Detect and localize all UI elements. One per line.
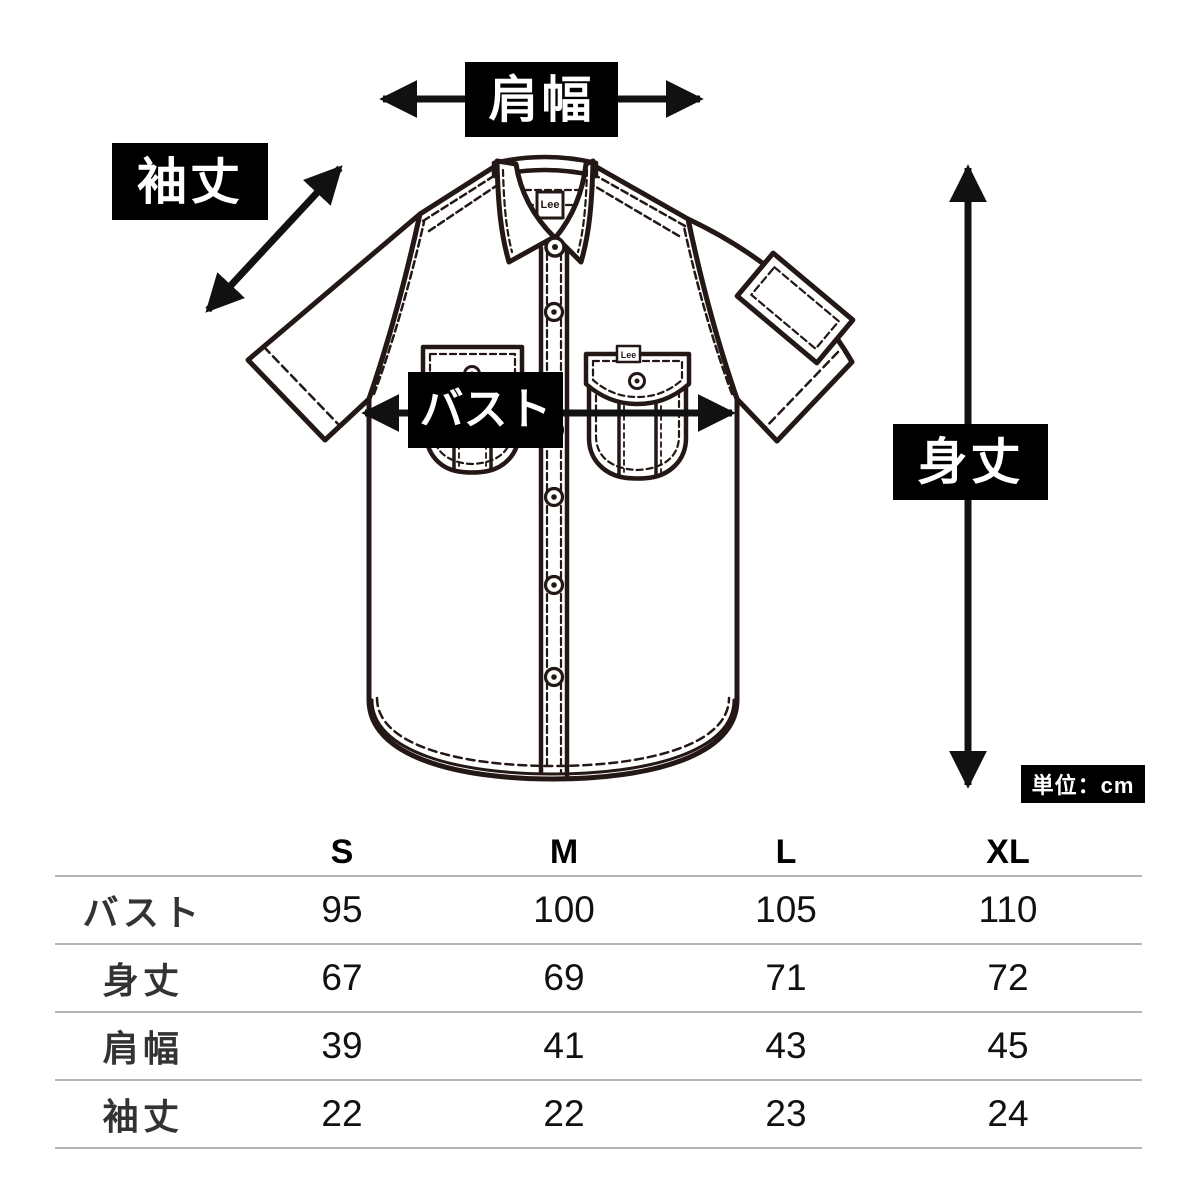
cell-value: 24 (987, 1093, 1029, 1134)
table-row-body-length: 身丈 67 69 71 72 (55, 943, 1142, 1011)
pocket-brand-tag-text: Lee (621, 350, 637, 360)
sleeve-length-label: 袖丈 (112, 143, 268, 220)
table-row-shoulder-width: 肩幅 39 41 43 45 (55, 1011, 1142, 1079)
cell-value: 22 (321, 1093, 363, 1134)
table-row-sleeve-length: 袖丈 22 22 23 24 (55, 1079, 1142, 1147)
cell-value: 110 (978, 889, 1038, 930)
body-length-label: 身丈 (893, 424, 1048, 500)
cell-value: 45 (987, 1025, 1029, 1066)
unit-note-badge: 単位：cm (1021, 765, 1145, 803)
cell-value: 23 (765, 1093, 807, 1134)
table-row-bust: バスト 95 100 105 110 (55, 875, 1142, 943)
row-label: 袖丈 (102, 1096, 184, 1137)
cell-value: 100 (533, 889, 595, 930)
cell-value: 72 (987, 957, 1029, 998)
table-bottom-border (55, 1147, 1142, 1149)
shoulder-width-label: 肩幅 (465, 62, 618, 137)
cell-value: 67 (321, 957, 363, 998)
pocket-brand-tag (615, 344, 642, 364)
cell-value: 22 (543, 1093, 585, 1134)
cell-value: 39 (321, 1025, 363, 1066)
bust-label: バスト (408, 372, 563, 448)
sleeve-pocket (734, 250, 856, 366)
cell-value: 71 (765, 957, 807, 998)
size-column-header: S (330, 833, 354, 871)
cell-value: 41 (543, 1025, 585, 1066)
cell-value: 43 (765, 1025, 807, 1066)
row-label: 身丈 (102, 960, 184, 1001)
size-column-header: L (775, 833, 797, 871)
cell-value: 95 (321, 889, 363, 930)
neck-brand-tag (535, 190, 565, 220)
cell-value: 69 (543, 957, 585, 998)
shirt-body (366, 157, 740, 782)
size-table-header-row: S M L XL (55, 830, 1142, 875)
size-column-header: M (549, 833, 579, 871)
sleeve-length-arrow (205, 165, 343, 313)
row-label: バスト (82, 892, 204, 933)
cell-value: 105 (755, 889, 817, 930)
neck-brand-tag-text: Lee (541, 199, 560, 211)
collar: Lee (491, 154, 599, 265)
size-column-header: XL (986, 833, 1030, 871)
size-table: S M L XL バスト 95 100 105 110 身丈 67 69 71 … (55, 830, 1142, 1149)
row-label: 肩幅 (102, 1028, 184, 1069)
